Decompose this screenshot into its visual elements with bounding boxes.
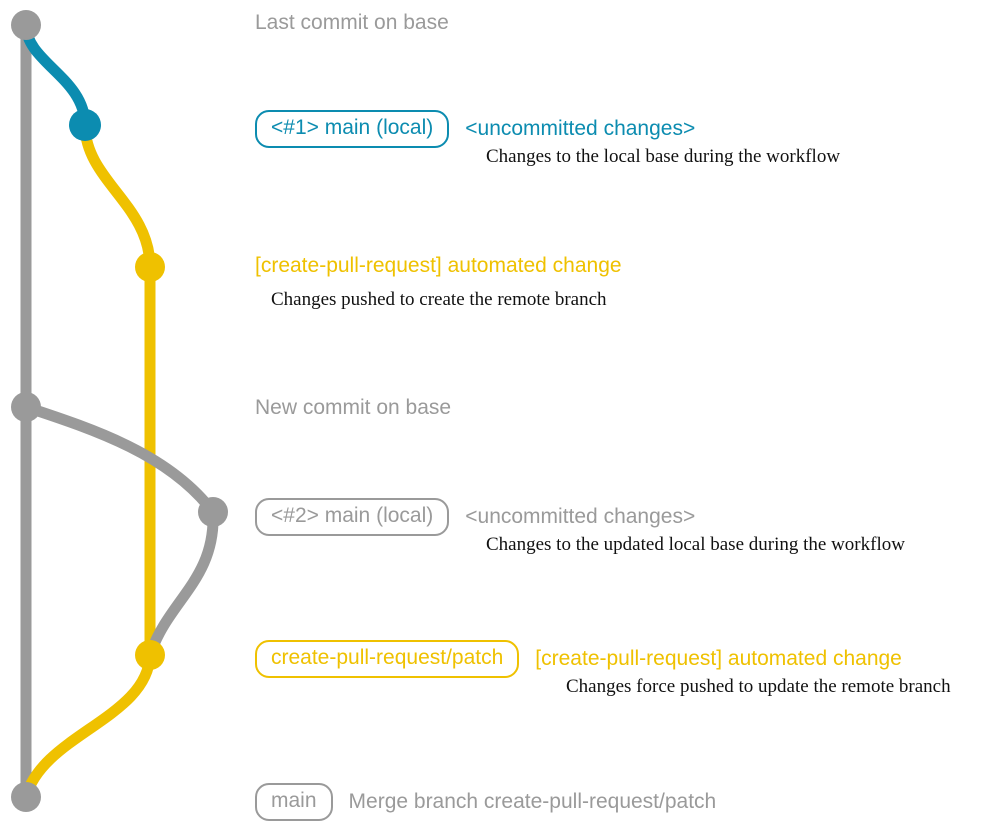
commit-row-merge-commit: main Merge branch create-pull-request/pa…: [255, 783, 717, 822]
node-last-commit-on-base: [11, 10, 41, 40]
node-automated-change-1: [135, 252, 165, 282]
ref-badge-create-pull-request-patch[interactable]: create-pull-request/patch: [255, 640, 520, 679]
edge-new-base-to-uncommitted-2: [20, 401, 219, 518]
commit-row-automated-change-2: create-pull-request/patch [create-pull-r…: [255, 640, 902, 679]
node-merge-commit: [11, 782, 41, 812]
commit-subject: <uncommitted changes>: [465, 505, 696, 528]
commit-row-automated-change-1: [create-pull-request] automated change: [255, 254, 622, 278]
commit-row-uncommitted-2: <#2> main (local) <uncommitted changes>: [255, 498, 696, 537]
commit-note-automated-change-2: Changes force pushed to update the remot…: [566, 676, 951, 697]
commit-subject: [create-pull-request] automated change: [255, 254, 622, 277]
commit-subject: New commit on base: [255, 396, 452, 419]
commit-note-uncommitted-2: Changes to the updated local base during…: [486, 534, 905, 555]
commit-subject: [create-pull-request] automated change: [535, 647, 902, 670]
commit-subject: Last commit on base: [255, 11, 449, 34]
commit-nodes: [11, 10, 228, 812]
ref-badge-main[interactable]: main: [255, 783, 333, 822]
commit-row-uncommitted-1: <#1> main (local) <uncommitted changes>: [255, 110, 696, 149]
commit-note-automated-change-1: Changes pushed to create the remote bran…: [271, 289, 607, 310]
commit-subject: <uncommitted changes>: [465, 117, 696, 140]
node-automated-change-2: [135, 640, 165, 670]
edge-base-to-uncommitted-1: [20, 19, 91, 131]
node-uncommitted-2: [198, 497, 228, 527]
commit-row-last-commit-on-base: Last commit on base: [255, 11, 449, 35]
commit-row-new-commit-on-base: New commit on base: [255, 396, 451, 420]
edge-uncommitted-2-to-automated-2: [144, 506, 219, 661]
edge-automated-2-to-merge: [20, 649, 156, 803]
ref-badge-main-local-2[interactable]: <#2> main (local): [255, 498, 450, 537]
commit-note-uncommitted-1: Changes to the local base during the wor…: [486, 146, 841, 167]
edge-uncommitted-1-to-automated-1: [79, 119, 156, 273]
node-uncommitted-1: [69, 109, 101, 141]
commit-subject: Merge branch create-pull-request/patch: [348, 790, 717, 813]
node-new-commit-on-base: [11, 392, 41, 422]
ref-badge-main-local-1[interactable]: <#1> main (local): [255, 110, 450, 149]
